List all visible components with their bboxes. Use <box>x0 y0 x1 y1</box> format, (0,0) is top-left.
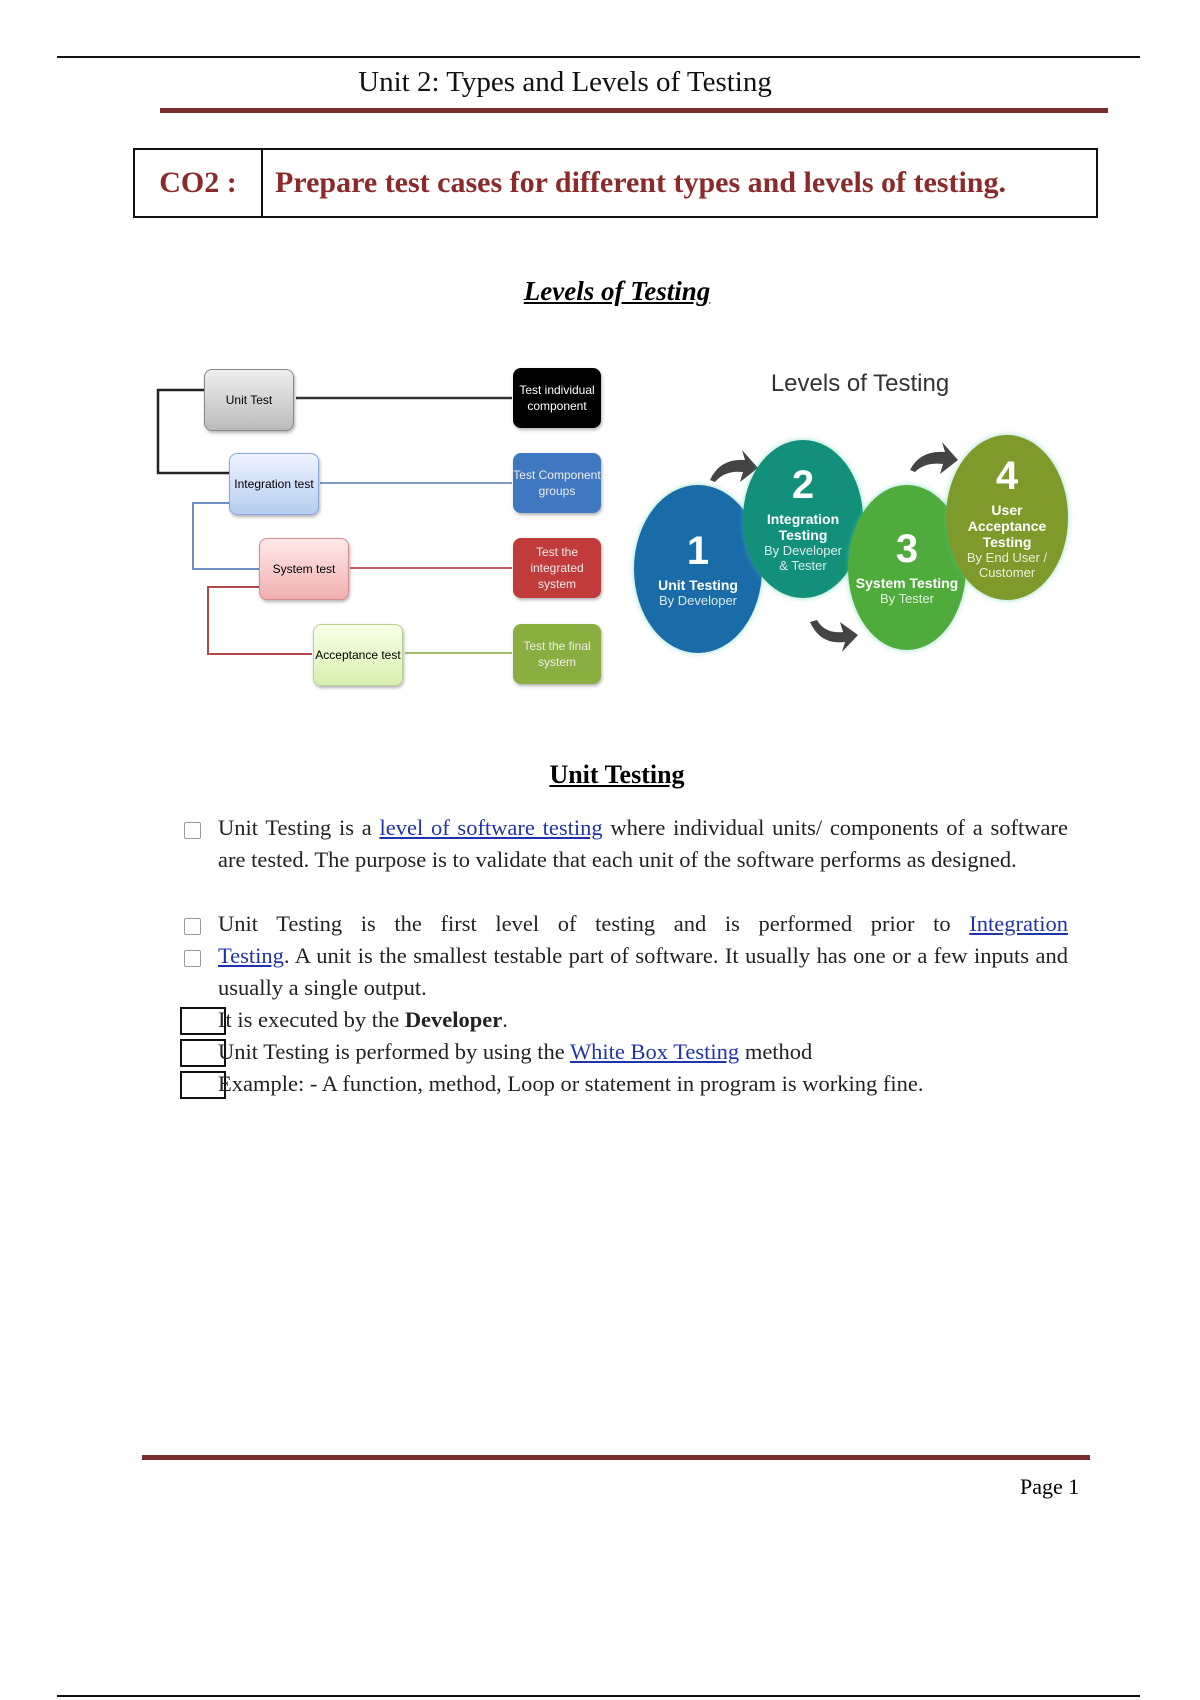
flow-desc-acceptance: Test the final system <box>513 624 601 684</box>
flow-level-integration-test: Integration test <box>229 453 319 515</box>
arrow-icons <box>710 442 958 652</box>
text: method <box>739 1039 813 1064</box>
flow-level-system-test: System test <box>259 538 349 600</box>
step-by: By Tester <box>880 591 934 606</box>
bullet-2: Unit Testing is the first level of testi… <box>218 908 1068 940</box>
step-number: 3 <box>895 527 919 571</box>
text: Unit Testing is a <box>218 815 380 840</box>
levels-heading: Levels of Testing <box>523 276 711 306</box>
bullet-checkbox-icon <box>180 1007 226 1035</box>
flow-level-acceptance-test: Acceptance test <box>313 624 403 686</box>
co-label: CO2 : <box>135 150 263 216</box>
bullet-1: Unit Testing is a level of software test… <box>218 812 1068 876</box>
bullet-checkbox-icon <box>184 822 201 839</box>
text: It is executed by the <box>218 1007 405 1032</box>
header-rule <box>160 108 1108 113</box>
bullet-checkbox-icon <box>180 1039 226 1067</box>
bottom-rule <box>57 1695 1140 1697</box>
flow-desc-system: Test the integrated system <box>513 538 601 598</box>
step-integration-testing: 2 Integration Testing By Developer & Tes… <box>743 440 863 598</box>
bullet-6: Example: - A function, method, Loop or s… <box>218 1071 924 1096</box>
text: . <box>502 1007 508 1032</box>
step-by: By Developer & Tester <box>763 543 843 573</box>
levels-circle-diagram: Levels of Testing 1 Unit Testing By Deve… <box>620 360 1100 680</box>
flow-desc-unit: Test individual component <box>513 368 601 428</box>
bullet-3: Testing. A unit is the smallest testable… <box>218 940 1068 1004</box>
integration-link[interactable]: Integration <box>969 911 1068 936</box>
unit-testing-heading: Unit Testing <box>549 760 685 789</box>
step-number: 4 <box>995 453 1019 498</box>
flow-connectors <box>156 388 512 655</box>
step-unit-testing: 1 Unit Testing By Developer <box>634 485 762 653</box>
step-number: 2 <box>791 463 815 507</box>
bullet-checkbox-icon <box>184 918 201 935</box>
step-by: By Developer <box>658 592 738 608</box>
level-of-software-testing-link[interactable]: level of software testing <box>379 815 603 840</box>
footer-rule <box>142 1455 1090 1460</box>
text: where individual units/ components of a … <box>218 815 1068 872</box>
page-header-title: Unit 2: Types and Levels of Testing <box>358 66 772 98</box>
text: Unit Testing is the first level of testi… <box>218 911 970 936</box>
text: . A unit is the smallest testable part o… <box>218 943 1068 1000</box>
top-rule <box>57 56 1140 58</box>
co-text: Prepare test cases for different types a… <box>275 166 1006 199</box>
step-title: Unit Testing <box>658 576 738 593</box>
bullet-checkbox-icon <box>184 950 201 967</box>
step-title: System Testing <box>855 575 959 591</box>
white-box-testing-link[interactable]: White Box Testing <box>569 1039 740 1064</box>
step-by: By End User / Customer <box>966 549 1048 580</box>
bullet-checkbox-icon <box>180 1071 226 1099</box>
step-title: User Acceptance Testing <box>967 501 1047 550</box>
developer-bold: Developer <box>404 1007 503 1032</box>
page-number: Page 1 <box>1020 1474 1080 1499</box>
flow-level-unit-test: Unit Test <box>204 369 294 431</box>
text: Unit Testing is performed by using the <box>218 1039 570 1064</box>
flow-desc-integration: Test Component groups <box>513 453 601 513</box>
circle-diagram-title: Levels of Testing <box>770 370 950 397</box>
bullet-5: Unit Testing is performed by using the W… <box>218 1036 1068 1068</box>
step-user-acceptance-testing: 4 User Acceptance Testing By End User / … <box>946 435 1068 600</box>
step-title: Integration Testing <box>766 511 840 543</box>
step-number: 1 <box>686 528 710 573</box>
step-system-testing: 3 System Testing By Tester <box>848 485 966 650</box>
testing-link[interactable]: Testing <box>218 943 284 968</box>
course-outcome-box: CO2 : Prepare test cases for different t… <box>133 148 1098 218</box>
bullet-4: It is executed by the Developer. <box>218 1004 1068 1036</box>
levels-flow-diagram: Unit Test Integration test System test A… <box>0 0 1200 700</box>
